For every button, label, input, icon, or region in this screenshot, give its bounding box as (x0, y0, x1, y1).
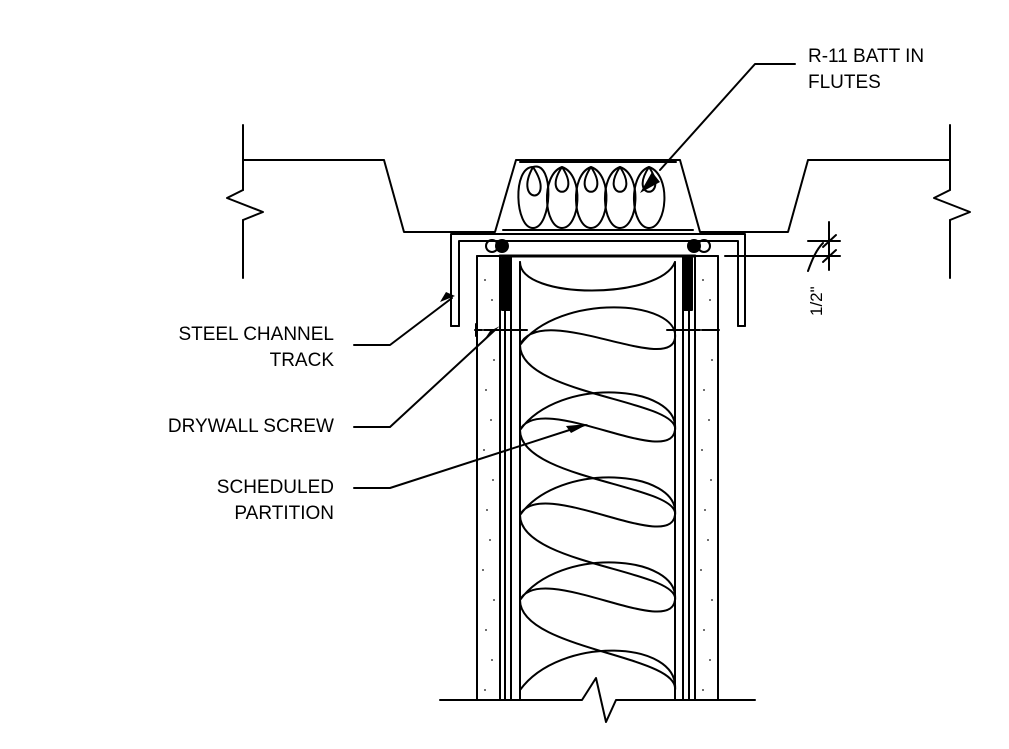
right-break-line (933, 124, 971, 279)
label-track-line2: TRACK (269, 350, 334, 371)
sealant-bead-left-inner (495, 239, 509, 253)
arrowhead-screw (484, 326, 500, 340)
flute-batt-insulation (502, 161, 694, 231)
cavity-batt-insulation (519, 261, 677, 701)
label-partition: SCHEDULED PARTITION (217, 475, 334, 527)
sealant-bead-right-outer (697, 239, 711, 253)
sealant-bead-right-inner (687, 239, 701, 253)
leader-batt (659, 63, 796, 171)
gypsum-board-left (476, 255, 501, 701)
label-track-line1: STEEL CHANNEL (178, 324, 334, 345)
gypsum-speckle (482, 279, 713, 691)
dimension-label: 1/2" (807, 286, 826, 316)
bottom-break-line (439, 677, 756, 723)
dimension-half-inch (724, 221, 841, 272)
label-track: STEEL CHANNEL TRACK (178, 322, 334, 374)
label-batt-line1: R-11 BATT IN (808, 46, 925, 67)
label-screw-line1: DRYWALL SCREW (167, 416, 334, 437)
leader-screw (353, 329, 496, 428)
gypsum-board-right (694, 255, 719, 701)
label-batt: R-11 BATT IN FLUTES (808, 44, 924, 96)
arrowhead-track (440, 292, 455, 302)
arrowhead-partition (566, 424, 588, 433)
metal-stud-left (504, 255, 512, 701)
steel-channel-track (450, 233, 746, 327)
metal-deck-profile (242, 159, 951, 233)
label-screw: DRYWALL SCREW (168, 414, 334, 440)
label-partition-line2: PARTITION (234, 503, 334, 524)
metal-stud-right (682, 255, 690, 701)
label-partition-line1: SCHEDULED (216, 477, 334, 498)
left-break-line (226, 124, 264, 279)
label-batt-line2: FLUTES (808, 72, 881, 93)
arrowhead-batt (640, 172, 660, 193)
leader-partition (353, 424, 586, 489)
leader-track (353, 297, 453, 346)
